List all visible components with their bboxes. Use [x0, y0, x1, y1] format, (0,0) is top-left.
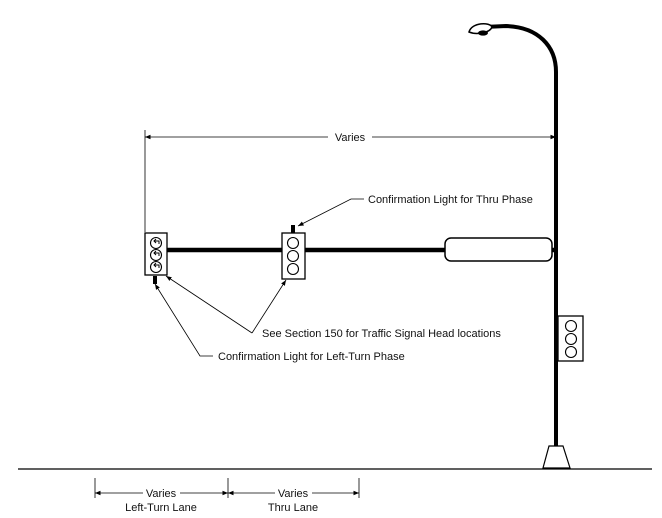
left-lane-name-label: Left-Turn Lane: [125, 502, 197, 514]
lane-dimensions: Varies Left-Turn Lane Varies Thru Lane: [94, 478, 360, 514]
span-varies-label: Varies: [335, 132, 366, 144]
luminaire-head: [468, 22, 493, 35]
span-dimension: Varies: [144, 130, 556, 232]
thru-signal-head: [281, 232, 306, 280]
left-turn-confirmation-light: [153, 276, 157, 284]
thru-confirmation-light: [291, 225, 295, 233]
pole-signal-head: [557, 315, 584, 362]
left-turn-signal-head: [144, 232, 168, 276]
left-arrow-icon: [153, 238, 160, 244]
thru-lane-name-label: Thru Lane: [268, 502, 318, 514]
see-section-label: See Section 150 for Traffic Signal Head …: [262, 328, 501, 340]
pole-with-luminaire-arm: [483, 23, 558, 446]
see-section-leader-left: [165, 275, 253, 334]
pole-base: [542, 445, 571, 469]
left-confirmation-leader: [154, 283, 213, 357]
luminaire-lamp: [478, 30, 488, 36]
thru-lane-varies-label: Varies: [278, 488, 309, 500]
see-section-leader-thru: [251, 279, 287, 334]
thru-confirmation-leader: [297, 198, 364, 227]
left-lane-varies-label: Varies: [146, 488, 177, 500]
left-arrow-icon: [153, 262, 160, 268]
arm-sign-panel: [444, 237, 553, 262]
left-confirmation-label: Confirmation Light for Left-Turn Phase: [218, 351, 405, 363]
left-arrow-icon: [153, 250, 160, 256]
thru-confirmation-label: Confirmation Light for Thru Phase: [368, 194, 533, 206]
